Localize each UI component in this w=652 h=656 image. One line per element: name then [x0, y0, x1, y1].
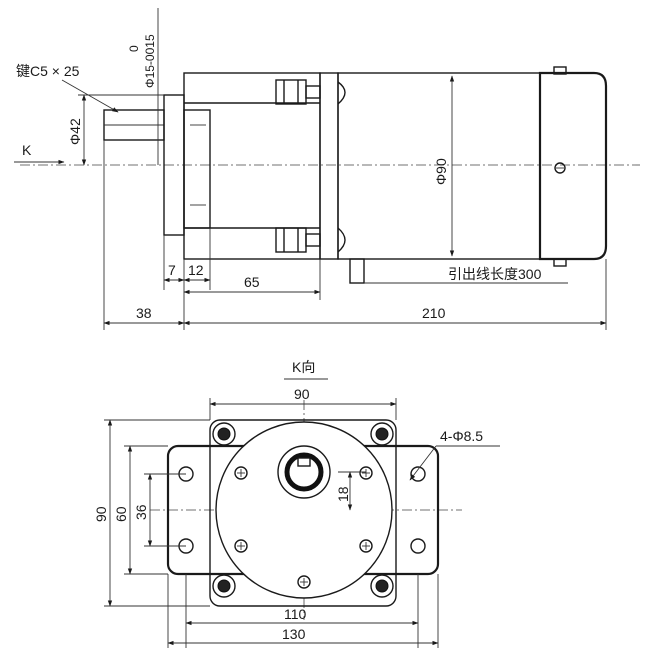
dim-top-90: 90 — [294, 386, 310, 402]
hole-label: 4-Φ8.5 — [440, 428, 483, 444]
shaft-keyway — [297, 457, 311, 467]
view-k-title: K向 — [292, 359, 315, 375]
key-leader — [61, 79, 119, 113]
gearbox-round-face — [215, 421, 393, 599]
end-cap-tab-top — [553, 66, 567, 75]
dim-7: 7 — [168, 262, 176, 278]
dim-38: 38 — [136, 305, 152, 321]
dim-phi42: Φ42 — [67, 118, 83, 145]
shaft-tol-upper: 0 — [127, 45, 141, 52]
end-cap-screw-icon — [554, 162, 566, 174]
dim-shaft-18: 18 — [335, 486, 351, 502]
dim-left-90: 90 — [93, 506, 109, 522]
view-k-label: K — [22, 142, 32, 158]
motor-end-cap — [538, 71, 608, 261]
corner-screw-tl — [212, 422, 236, 446]
dim-bottom-110: 110 — [284, 606, 307, 622]
mount-hole-br — [410, 538, 426, 554]
corner-screw-br — [370, 574, 394, 598]
interface-ring — [319, 72, 339, 260]
dim-65: 65 — [244, 274, 260, 290]
lead-wire-label: 引出线长度300 — [448, 266, 542, 282]
dim-bottom-130: 130 — [282, 626, 306, 642]
dim-12: 12 — [188, 262, 204, 278]
bolt-bottom — [275, 227, 321, 253]
face-screw-bl — [234, 539, 248, 553]
shaft-boss — [277, 445, 331, 499]
hole-leader — [409, 445, 437, 481]
face-screw-br — [359, 539, 373, 553]
shaft-ring — [284, 452, 324, 492]
gearbox-body — [183, 72, 321, 260]
face-screw-tr — [359, 466, 373, 480]
corner-screw-tr — [370, 422, 394, 446]
front-view: K向 — [93, 359, 500, 648]
shaft-tol-lower: Φ15-0015 — [143, 34, 157, 88]
dim-phi90: Φ90 — [433, 158, 449, 185]
lead-wire-grommet — [349, 258, 365, 284]
dim-left-60: 60 — [113, 506, 129, 522]
corner-screw-bl — [212, 574, 236, 598]
dim-left-36: 36 — [133, 504, 149, 520]
bolt-top — [275, 79, 321, 105]
side-view: 键C5 × 25 — [14, 8, 640, 330]
face-screw-bottom — [297, 575, 311, 589]
dim-210: 210 — [422, 305, 446, 321]
key-label: 键C5 × 25 — [16, 63, 80, 79]
square-flange — [209, 419, 397, 607]
end-cap-tab-bottom — [553, 258, 567, 267]
cap-screw-bottom — [337, 227, 346, 253]
face-screw-tl — [234, 466, 248, 480]
cap-screw-top — [337, 81, 346, 105]
mount-hole-tr — [410, 466, 426, 482]
gearbox-step — [183, 109, 211, 229]
